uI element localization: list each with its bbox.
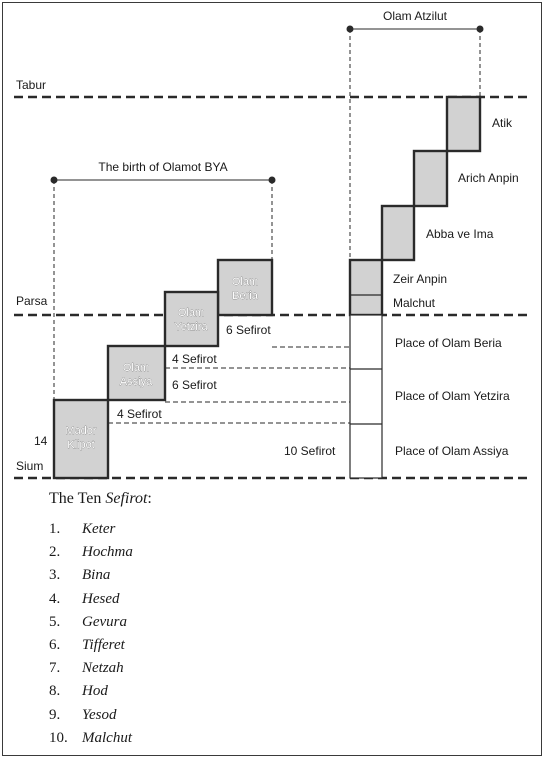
list-item-number: 8. — [49, 683, 61, 700]
mador-klipot-box — [52, 398, 110, 480]
list-item-name: Bina — [82, 567, 111, 584]
places-column — [349, 314, 383, 479]
list-item: 4. Hesed — [49, 588, 152, 611]
abba-ve-ima-label: Abba ve Ima — [426, 227, 494, 241]
beria-6-sefirot-label: 6 Sefirot — [226, 323, 271, 337]
malchut-label: Malchut — [393, 296, 436, 310]
list-item: 9. Yesod — [49, 704, 152, 727]
list-item-number: 2. — [49, 544, 61, 561]
olam-assiya-label-1: Olam — [123, 362, 149, 374]
sium-label: Sium — [16, 459, 43, 473]
list-item-name: Hochma — [82, 544, 133, 561]
list-item-name: Gevura — [82, 613, 127, 630]
list-item-name: Yesod — [82, 706, 117, 723]
legend-title-plain: The Ten — [49, 490, 106, 507]
olam-beria-box — [216, 258, 274, 317]
atzilut-bracket-label: Olam Atzilut — [383, 9, 448, 23]
list-item-name: Netzah — [82, 660, 124, 677]
list-item-number: 6. — [49, 636, 61, 653]
legend-title-italic: Sefirot — [105, 490, 148, 507]
place-assiya-label: Place of Olam Assiya — [395, 444, 509, 458]
legend-title-colon: : — [147, 490, 152, 507]
zeir-anpin-label: Zeir Anpin — [393, 272, 447, 286]
list-item-number: 5. — [49, 613, 61, 630]
list-item-name: Malchut — [82, 729, 132, 746]
atzilut-bracket-left-dot — [346, 25, 354, 33]
olam-yetzira-box — [163, 290, 220, 348]
olam-assiya-label-2: Assiya — [120, 376, 153, 388]
bya-bracket-left-dot — [50, 176, 58, 184]
list-item: 1. Keter — [49, 518, 152, 541]
zeir-anpin-box — [348, 258, 384, 317]
arich-anpin-label: Arich Anpin — [458, 171, 519, 185]
list-item: 6. Tifferet — [49, 634, 152, 657]
olam-beria-label-1: Olam — [232, 276, 258, 288]
list-item-number: 7. — [49, 660, 61, 677]
list-item: 5. Gevura — [49, 611, 152, 634]
olam-yetzira-label-2: Yetzira — [174, 321, 208, 333]
ten-sefirot-legend: The Ten Sefirot: 1. Keter 2. Hochma 3. Bina… — [49, 490, 152, 750]
tabur-label: Tabur — [16, 78, 46, 92]
list-item-number: 1. — [49, 521, 61, 537]
list-item-number: 3. — [49, 567, 61, 584]
list-item-number: 9. — [49, 706, 61, 723]
bya-bracket-label: The birth of Olamot BYA — [98, 160, 227, 174]
list-item-name: Hod — [82, 683, 108, 700]
arich-anpin-box — [412, 149, 449, 208]
parsa-label: Parsa — [16, 294, 48, 308]
place-yetzira-label: Place of Olam Yetzira — [395, 389, 510, 403]
atik-box — [445, 95, 482, 153]
list-item: 2. Hochma — [49, 541, 152, 564]
bya-bracket-right-dot — [268, 176, 276, 184]
list-item-number: 10. — [49, 729, 68, 746]
assiya-4-sefirot-label: 4 Sefirot — [117, 407, 162, 421]
olam-beria-label-2: Beria — [232, 290, 259, 302]
assiya-10-sefirot-label: 10 Sefirot — [284, 444, 336, 458]
sefirot-list: 1. Keter 2. Hochma 3. Bina 4. Hesed 5. Gevura… — [49, 518, 152, 750]
mador-klipot-label-2: Klipot — [67, 439, 95, 451]
sium-number-label: 14 — [34, 434, 48, 448]
place-beria-label: Place of Olam Beria — [395, 336, 502, 350]
olam-assiya-box — [106, 344, 167, 402]
legend-title: The Ten Sefirot: — [49, 490, 152, 508]
olam-yetzira-label-1: Olam — [178, 307, 204, 319]
atzilut-bracket-right-dot — [476, 25, 484, 33]
mador-klipot-label-1: Mador — [65, 425, 97, 437]
atik-label: Atik — [492, 116, 513, 130]
yetzira-6-sefirot-label: 6 Sefirot — [172, 378, 217, 392]
list-item: 3. Bina — [49, 564, 152, 587]
yetzira-4-sefirot-label: 4 Sefirot — [172, 352, 217, 366]
list-item: 7. Netzah — [49, 657, 152, 680]
list-item: 8. Hod — [49, 680, 152, 703]
abba-ve-ima-box — [380, 204, 416, 262]
list-item: 10. Malchut — [49, 727, 152, 750]
list-item-number: 4. — [49, 590, 61, 607]
list-item-name: Keter — [82, 521, 116, 537]
list-item-name: Hesed — [82, 590, 120, 607]
list-item-name: Tifferet — [82, 636, 125, 653]
